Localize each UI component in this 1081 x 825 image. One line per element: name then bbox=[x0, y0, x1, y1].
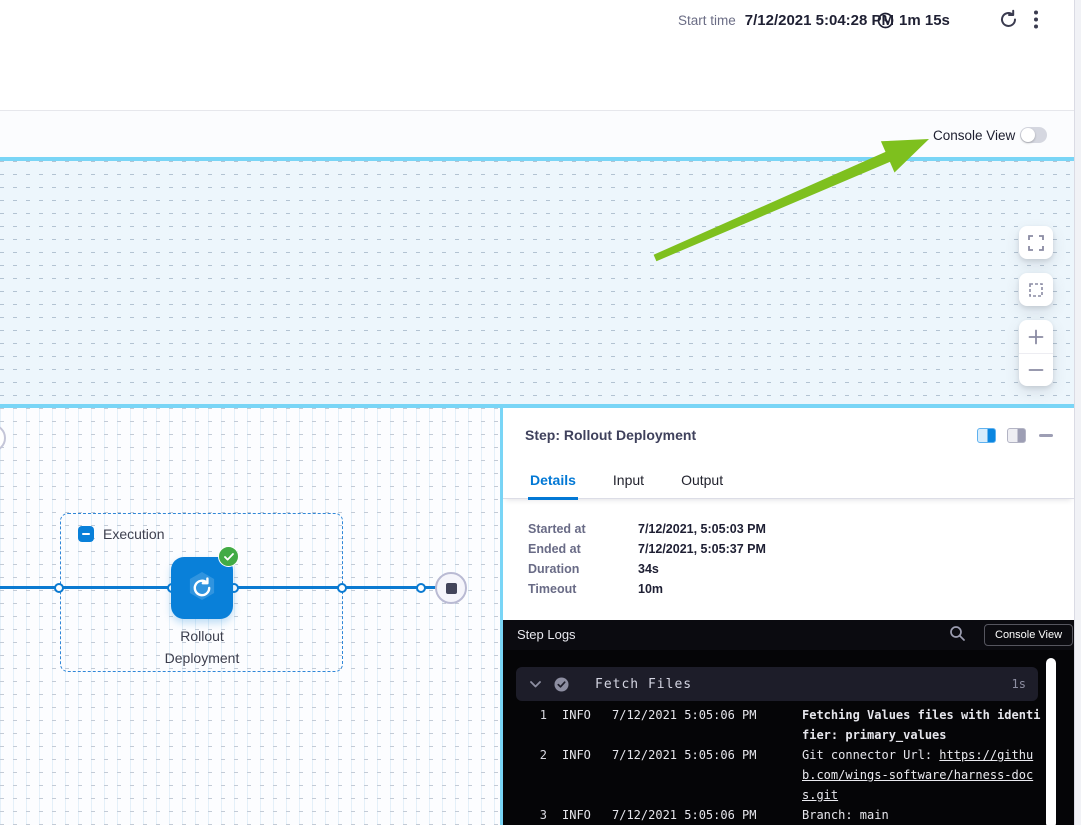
node-label: Rollout Deployment bbox=[142, 625, 262, 669]
tab-input[interactable]: Input bbox=[611, 472, 646, 500]
chevron-down-icon bbox=[530, 681, 541, 688]
connector-dot bbox=[337, 583, 347, 593]
log-timestamp: 7/12/2021 5:05:06 PM bbox=[612, 745, 758, 765]
log-group-fetch-files[interactable]: Fetch Files 1s bbox=[516, 667, 1038, 701]
connector-dot bbox=[54, 583, 64, 593]
log-message: Git connector Url: https://github.com/wi… bbox=[802, 745, 1041, 805]
top-header: Start time 7/12/2021 5:04:28 PM 1m 15s bbox=[0, 0, 1074, 111]
log-level: INFO bbox=[562, 705, 595, 725]
stop-icon bbox=[446, 583, 457, 594]
clock-icon bbox=[877, 12, 894, 29]
log-message-text: Git connector Url: bbox=[802, 748, 939, 762]
fullscreen-icon bbox=[1028, 235, 1044, 251]
search-icon bbox=[949, 625, 966, 642]
rollout-deployment-node[interactable] bbox=[171, 557, 233, 619]
log-timestamp: 7/12/2021 5:05:06 PM bbox=[612, 805, 758, 825]
toggle-knob bbox=[1021, 128, 1035, 142]
step-logs-section: Step Logs Console View Fetch Files 1s bbox=[503, 620, 1074, 825]
fullscreen-button[interactable] bbox=[1019, 226, 1053, 259]
log-timestamp: 7/12/2021 5:05:06 PM bbox=[612, 705, 758, 725]
details-grid: Started at7/12/2021, 5:05:03 PMEnded at7… bbox=[528, 519, 766, 599]
minus-icon bbox=[82, 533, 90, 535]
layout-right-pane-button[interactable] bbox=[977, 428, 996, 443]
step-logs-title: Step Logs bbox=[517, 627, 576, 642]
stage-band-canvas bbox=[0, 161, 1074, 404]
log-message-text: Branch: main bbox=[802, 808, 889, 822]
success-badge bbox=[218, 546, 239, 567]
detail-row: Duration34s bbox=[528, 559, 766, 579]
fit-selection-icon bbox=[1028, 282, 1044, 298]
step-details-panel: Step: Rollout Deployment Details Input Out… bbox=[503, 408, 1074, 825]
group-success-icon bbox=[554, 677, 569, 692]
step-logs-body: Fetch Files 1s 1INFO7/12/2021 5:05:06 PM… bbox=[503, 650, 1074, 825]
log-search-button[interactable] bbox=[949, 625, 966, 642]
log-line: 2 INFO 7/12/2021 5:05:06 PM Git connector U… bbox=[503, 745, 1063, 805]
layout-bottom-pane-button[interactable] bbox=[1007, 428, 1026, 443]
detail-row: Ended at7/12/2021, 5:05:37 PM bbox=[528, 539, 766, 559]
minus-icon bbox=[1028, 362, 1044, 378]
rollout-step-icon bbox=[171, 557, 233, 619]
console-view-label: Console View bbox=[933, 128, 1015, 143]
pipeline-canvas: Execution Rollout Deployment bbox=[0, 408, 500, 825]
detail-label: Ended at bbox=[528, 542, 638, 556]
detail-value: 7/12/2021, 5:05:03 PM bbox=[638, 522, 766, 536]
start-time-label: Start time bbox=[678, 13, 736, 28]
log-group-duration: 1s bbox=[1012, 677, 1026, 691]
elapsed-value: 1m 15s bbox=[899, 12, 950, 29]
logs-console-view-button[interactable]: Console View bbox=[984, 624, 1073, 646]
detail-label: Timeout bbox=[528, 582, 638, 596]
log-message: Fetching Values files with identifier: p… bbox=[802, 705, 1041, 745]
zoom-in-button[interactable] bbox=[1019, 320, 1053, 353]
console-view-toolbar: Console View bbox=[0, 111, 1074, 157]
log-message-text: Fetching Values files with identifier: p… bbox=[802, 708, 1040, 742]
log-level: INFO bbox=[562, 805, 595, 825]
console-view-toggle[interactable] bbox=[1020, 127, 1047, 143]
log-level: INFO bbox=[562, 745, 595, 765]
log-group-name: Fetch Files bbox=[595, 677, 692, 692]
detail-label: Started at bbox=[528, 522, 638, 536]
detail-value: 10m bbox=[638, 582, 663, 596]
pipeline-end-node[interactable] bbox=[435, 572, 467, 604]
execution-group-label: Execution bbox=[103, 526, 164, 542]
panel-title: Step: Rollout Deployment bbox=[525, 427, 696, 443]
log-line-number: 1 bbox=[527, 705, 547, 725]
fit-to-screen-button[interactable] bbox=[1019, 273, 1053, 306]
more-options-button[interactable] bbox=[1028, 9, 1044, 31]
log-line: 1 INFO 7/12/2021 5:05:06 PM Fetching Values… bbox=[503, 705, 1063, 745]
collapse-group-button[interactable] bbox=[78, 526, 94, 542]
refresh-icon bbox=[998, 18, 1019, 33]
refresh-button[interactable] bbox=[998, 9, 1019, 30]
start-time: Start time 7/12/2021 5:04:28 PM bbox=[678, 8, 894, 32]
zoom-controls bbox=[1019, 320, 1053, 386]
check-icon bbox=[224, 553, 234, 561]
detail-row: Started at7/12/2021, 5:05:03 PM bbox=[528, 519, 766, 539]
minimize-panel-button[interactable] bbox=[1039, 434, 1053, 437]
tab-details[interactable]: Details bbox=[528, 472, 578, 500]
kebab-menu-icon bbox=[1033, 19, 1039, 34]
detail-row: Timeout10m bbox=[528, 579, 766, 599]
panel-tabs: Details Input Output bbox=[503, 463, 1074, 499]
offscreen-node bbox=[0, 424, 6, 452]
plus-icon bbox=[1028, 329, 1044, 345]
log-message: Branch: main bbox=[802, 805, 1041, 825]
page-scrollbar-gutter[interactable] bbox=[1074, 0, 1081, 825]
log-lines: 1INFO7/12/2021 5:05:06 PMFetching Values… bbox=[503, 705, 1063, 825]
connector-dot bbox=[416, 583, 426, 593]
log-line-number: 3 bbox=[527, 805, 547, 825]
detail-value: 34s bbox=[638, 562, 659, 576]
log-line-number: 2 bbox=[527, 745, 547, 765]
detail-value: 7/12/2021, 5:05:37 PM bbox=[638, 542, 766, 556]
log-line: 3 INFO 7/12/2021 5:05:06 PM Branch: main bbox=[503, 805, 1063, 825]
detail-label: Duration bbox=[528, 562, 638, 576]
log-scrollbar-thumb[interactable] bbox=[1046, 658, 1056, 825]
tab-output[interactable]: Output bbox=[679, 472, 725, 500]
execution-group-header: Execution bbox=[78, 526, 164, 542]
elapsed-time: 1m 15s bbox=[877, 8, 950, 32]
step-logs-header: Step Logs Console View bbox=[503, 620, 1074, 650]
start-time-value: 7/12/2021 5:04:28 PM bbox=[745, 12, 894, 29]
zoom-out-button[interactable] bbox=[1019, 353, 1053, 386]
